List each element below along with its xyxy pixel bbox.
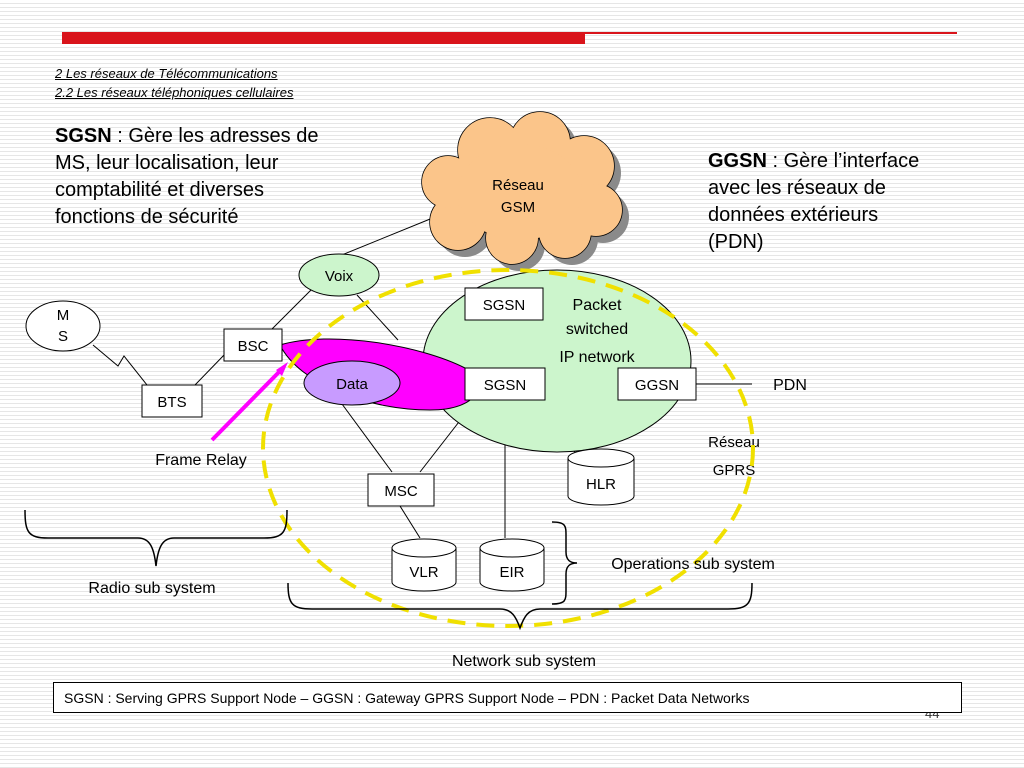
network-subsystem-brace	[287, 582, 753, 631]
ip-network-label-line3: IP network	[559, 349, 635, 366]
eir-database	[479, 538, 545, 592]
data-node	[303, 360, 401, 406]
data-label: Data	[336, 376, 368, 393]
cloud-label-line2: GSM	[501, 199, 535, 216]
ms-label-line1: M	[57, 307, 70, 324]
bsc-voix-link	[269, 284, 317, 332]
ggsn-definition: : Gère l’interface avec les réseaux de d…	[708, 150, 920, 253]
data-msc-link	[341, 403, 393, 473]
breadcrumb-chapter: 2 Les réseaux de Télécommunications	[55, 66, 278, 81]
footnote-text: SGSN : Serving GPRS Support Node – GGSN …	[64, 690, 750, 706]
footnote-box: SGSN : Serving GPRS Support Node – GGSN …	[53, 682, 962, 713]
title-rule-thick	[62, 33, 585, 44]
ms-label-line2: S	[58, 328, 68, 345]
frame-relay-arrowhead	[276, 362, 288, 376]
voix-node	[298, 253, 380, 297]
vlr-label: VLR	[409, 564, 438, 581]
bts-label: BTS	[157, 394, 186, 411]
sgsn-description: SGSN : Gère les adresses de MS, leur loc…	[55, 123, 320, 231]
network-subsystem-label: Network sub system	[452, 653, 596, 670]
cloud-label-line1: Réseau	[492, 177, 544, 194]
sgsn-main-label: SGSN	[484, 377, 527, 394]
ggsn-label: GGSN	[635, 377, 679, 394]
gprs-label-line2: GPRS	[713, 462, 756, 479]
operations-subsystem-label: Operations sub system	[611, 556, 775, 573]
hlr-database	[567, 448, 635, 506]
ip-network-label-line1: Packet	[573, 297, 622, 314]
pdn-label: PDN	[773, 377, 807, 394]
voix-label: Voix	[325, 268, 354, 285]
ggsn-description: GGSN : Gère l’interface avec les réseaux…	[708, 148, 923, 256]
breadcrumb-section: 2.2 Les réseaux téléphoniques cellulaire…	[55, 85, 294, 100]
radio-subsystem-label: Radio sub system	[88, 580, 215, 597]
sgsn-term: SGSN	[55, 125, 112, 147]
msc-label: MSC	[384, 483, 418, 500]
sgsn-main-node	[464, 367, 546, 401]
radio-link-zigzag	[92, 344, 148, 386]
bsc-bts-link	[194, 352, 227, 386]
ggsn-node	[617, 367, 697, 401]
gprs-label-line1: Réseau	[708, 434, 760, 451]
vlr-database	[391, 538, 457, 592]
ggsn-term: GGSN	[708, 150, 767, 172]
ip-network-ellipse	[422, 269, 692, 453]
gprs-boundary	[261, 268, 755, 628]
frame-relay-label: Frame Relay	[155, 452, 247, 469]
sgsn-definition: : Gère les adresses de MS, leur localisa…	[55, 125, 319, 228]
sgsn-top-node	[464, 287, 544, 321]
bsc-label: BSC	[238, 338, 269, 355]
bts-node	[141, 384, 203, 418]
eir-label: EIR	[499, 564, 524, 581]
voix-core-link	[356, 294, 399, 341]
radio-subsystem-brace	[24, 509, 288, 567]
hlr-label: HLR	[586, 476, 616, 493]
frame-relay-arrow	[210, 367, 284, 442]
ip-network-label-line2: switched	[566, 321, 628, 338]
msc-vlr-link	[399, 505, 421, 539]
sgsn-top-label: SGSN	[483, 297, 526, 314]
bsc-node	[223, 328, 283, 362]
operations-subsystem-brace	[551, 521, 578, 605]
msc-node	[367, 473, 435, 507]
mobile-station-node	[25, 300, 101, 352]
